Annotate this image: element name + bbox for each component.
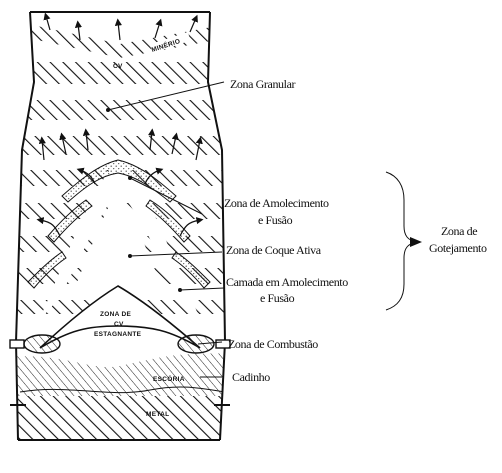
zona-granular-label: Zona Granular [230,77,296,91]
cv-label: CV [113,63,123,70]
camada-label-1: Camada em Amolecimento [226,275,348,289]
cv-stagnant-label: CV [114,321,124,328]
gotejamento-bracket: Zona de Gotejamento [385,171,487,311]
gotejamento-label-1: Zona de [441,224,477,238]
furnace-outline [14,11,227,441]
leader-lines [106,81,225,378]
coke-layers [16,32,225,136]
escoria-label: ESCÓRIA [153,374,185,383]
camada-label-2: e Fusão [260,291,295,305]
gas-flow-arrows [36,12,204,237]
zone-labels: Zona Granular Zona de Amolecimento e Fus… [224,77,349,384]
zona-amolecimento-label-2: e Fusão [258,213,293,227]
tuyeres [9,334,231,406]
zona-amolecimento-label-1: Zona de Amolecimento [224,196,329,210]
zona-coque-label: Zona de Coque Ativa [226,243,322,257]
cadinho-label: Cadinho [232,370,270,384]
furnace-layers [16,18,225,440]
estagnante-label: ESTAGNANTE [94,331,142,338]
zona-combustao-label: Zona de Combustão [228,337,318,351]
metal-label: METAL [146,411,169,418]
zona-de-label: ZONA DE [100,311,131,318]
gotejamento-label-2: Gotejamento [429,241,487,255]
bracket-arrow-icon [410,237,422,247]
